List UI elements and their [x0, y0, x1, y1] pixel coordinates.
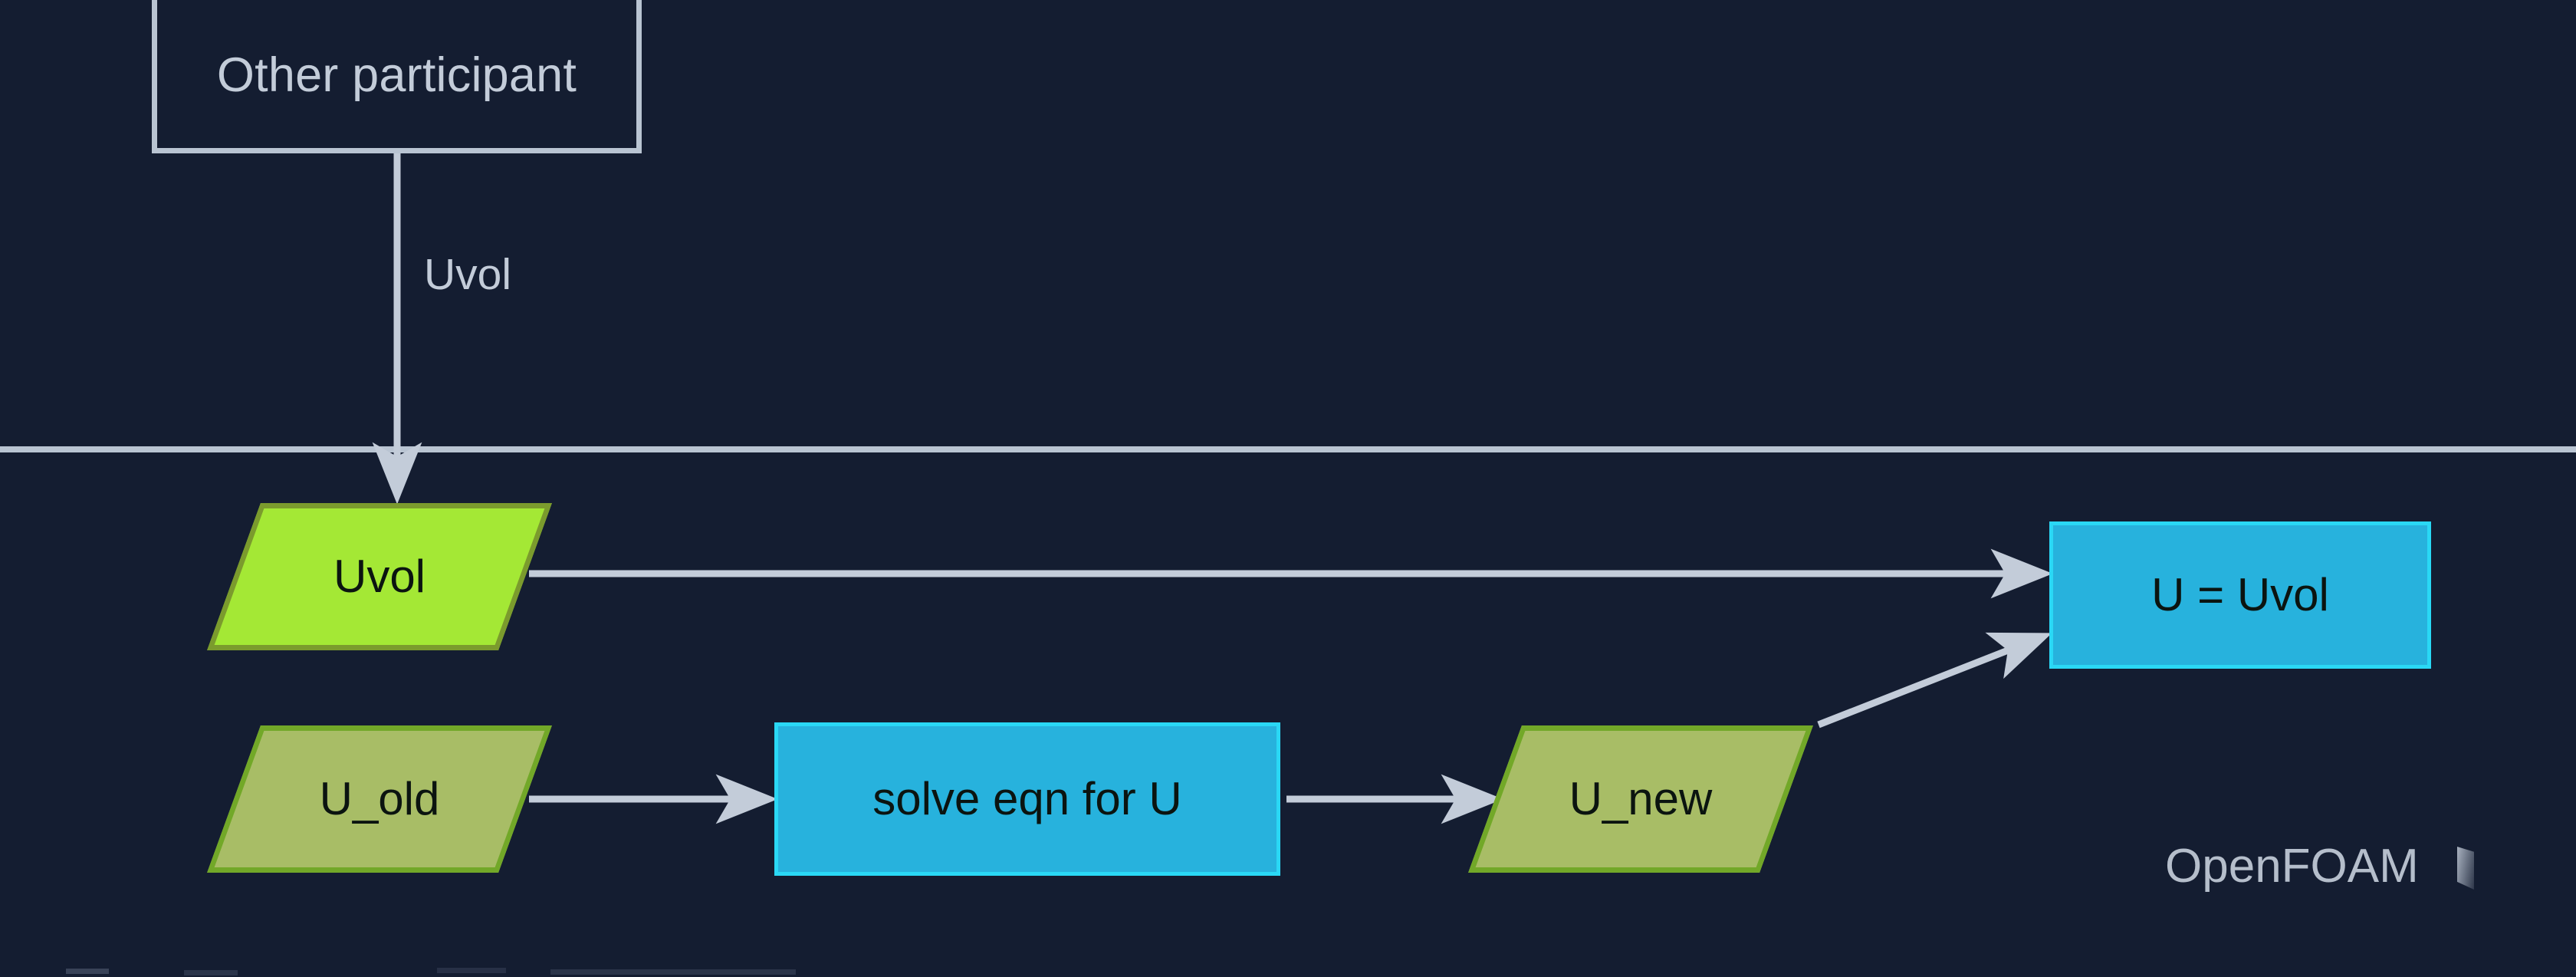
- bottom-edge-artifact: [66, 969, 109, 974]
- edge-label-uvol: Uvol: [424, 250, 512, 299]
- node-u-old-label: U_old: [319, 773, 440, 824]
- bottom-edge-artifact: [437, 968, 506, 973]
- openfoam-watermark-icon: [2457, 847, 2474, 890]
- node-uvol[interactable]: Uvol: [207, 503, 552, 650]
- arrow-unew-to-result: [1817, 632, 2052, 729]
- node-result-assignment[interactable]: U = Uvol: [2049, 521, 2431, 669]
- bottom-edge-artifact: [550, 969, 796, 975]
- node-u-new-label: U_new: [1569, 773, 1713, 824]
- other-participant-label: Other participant: [216, 48, 577, 102]
- other-participant-box[interactable]: Other participant: [152, 0, 642, 153]
- participant-boundary-line: [0, 446, 2576, 452]
- node-solve-equation-label: solve eqn for U: [872, 773, 1182, 824]
- node-result-assignment-label: U = Uvol: [2151, 569, 2329, 620]
- node-solve-equation[interactable]: solve eqn for U: [774, 722, 1280, 876]
- node-uvol-label: Uvol: [333, 551, 426, 602]
- node-u-old[interactable]: U_old: [207, 725, 552, 873]
- bottom-edge-artifact: [184, 970, 238, 975]
- node-u-new[interactable]: U_new: [1468, 725, 1813, 873]
- openfoam-watermark: OpenFOAM: [2165, 840, 2419, 893]
